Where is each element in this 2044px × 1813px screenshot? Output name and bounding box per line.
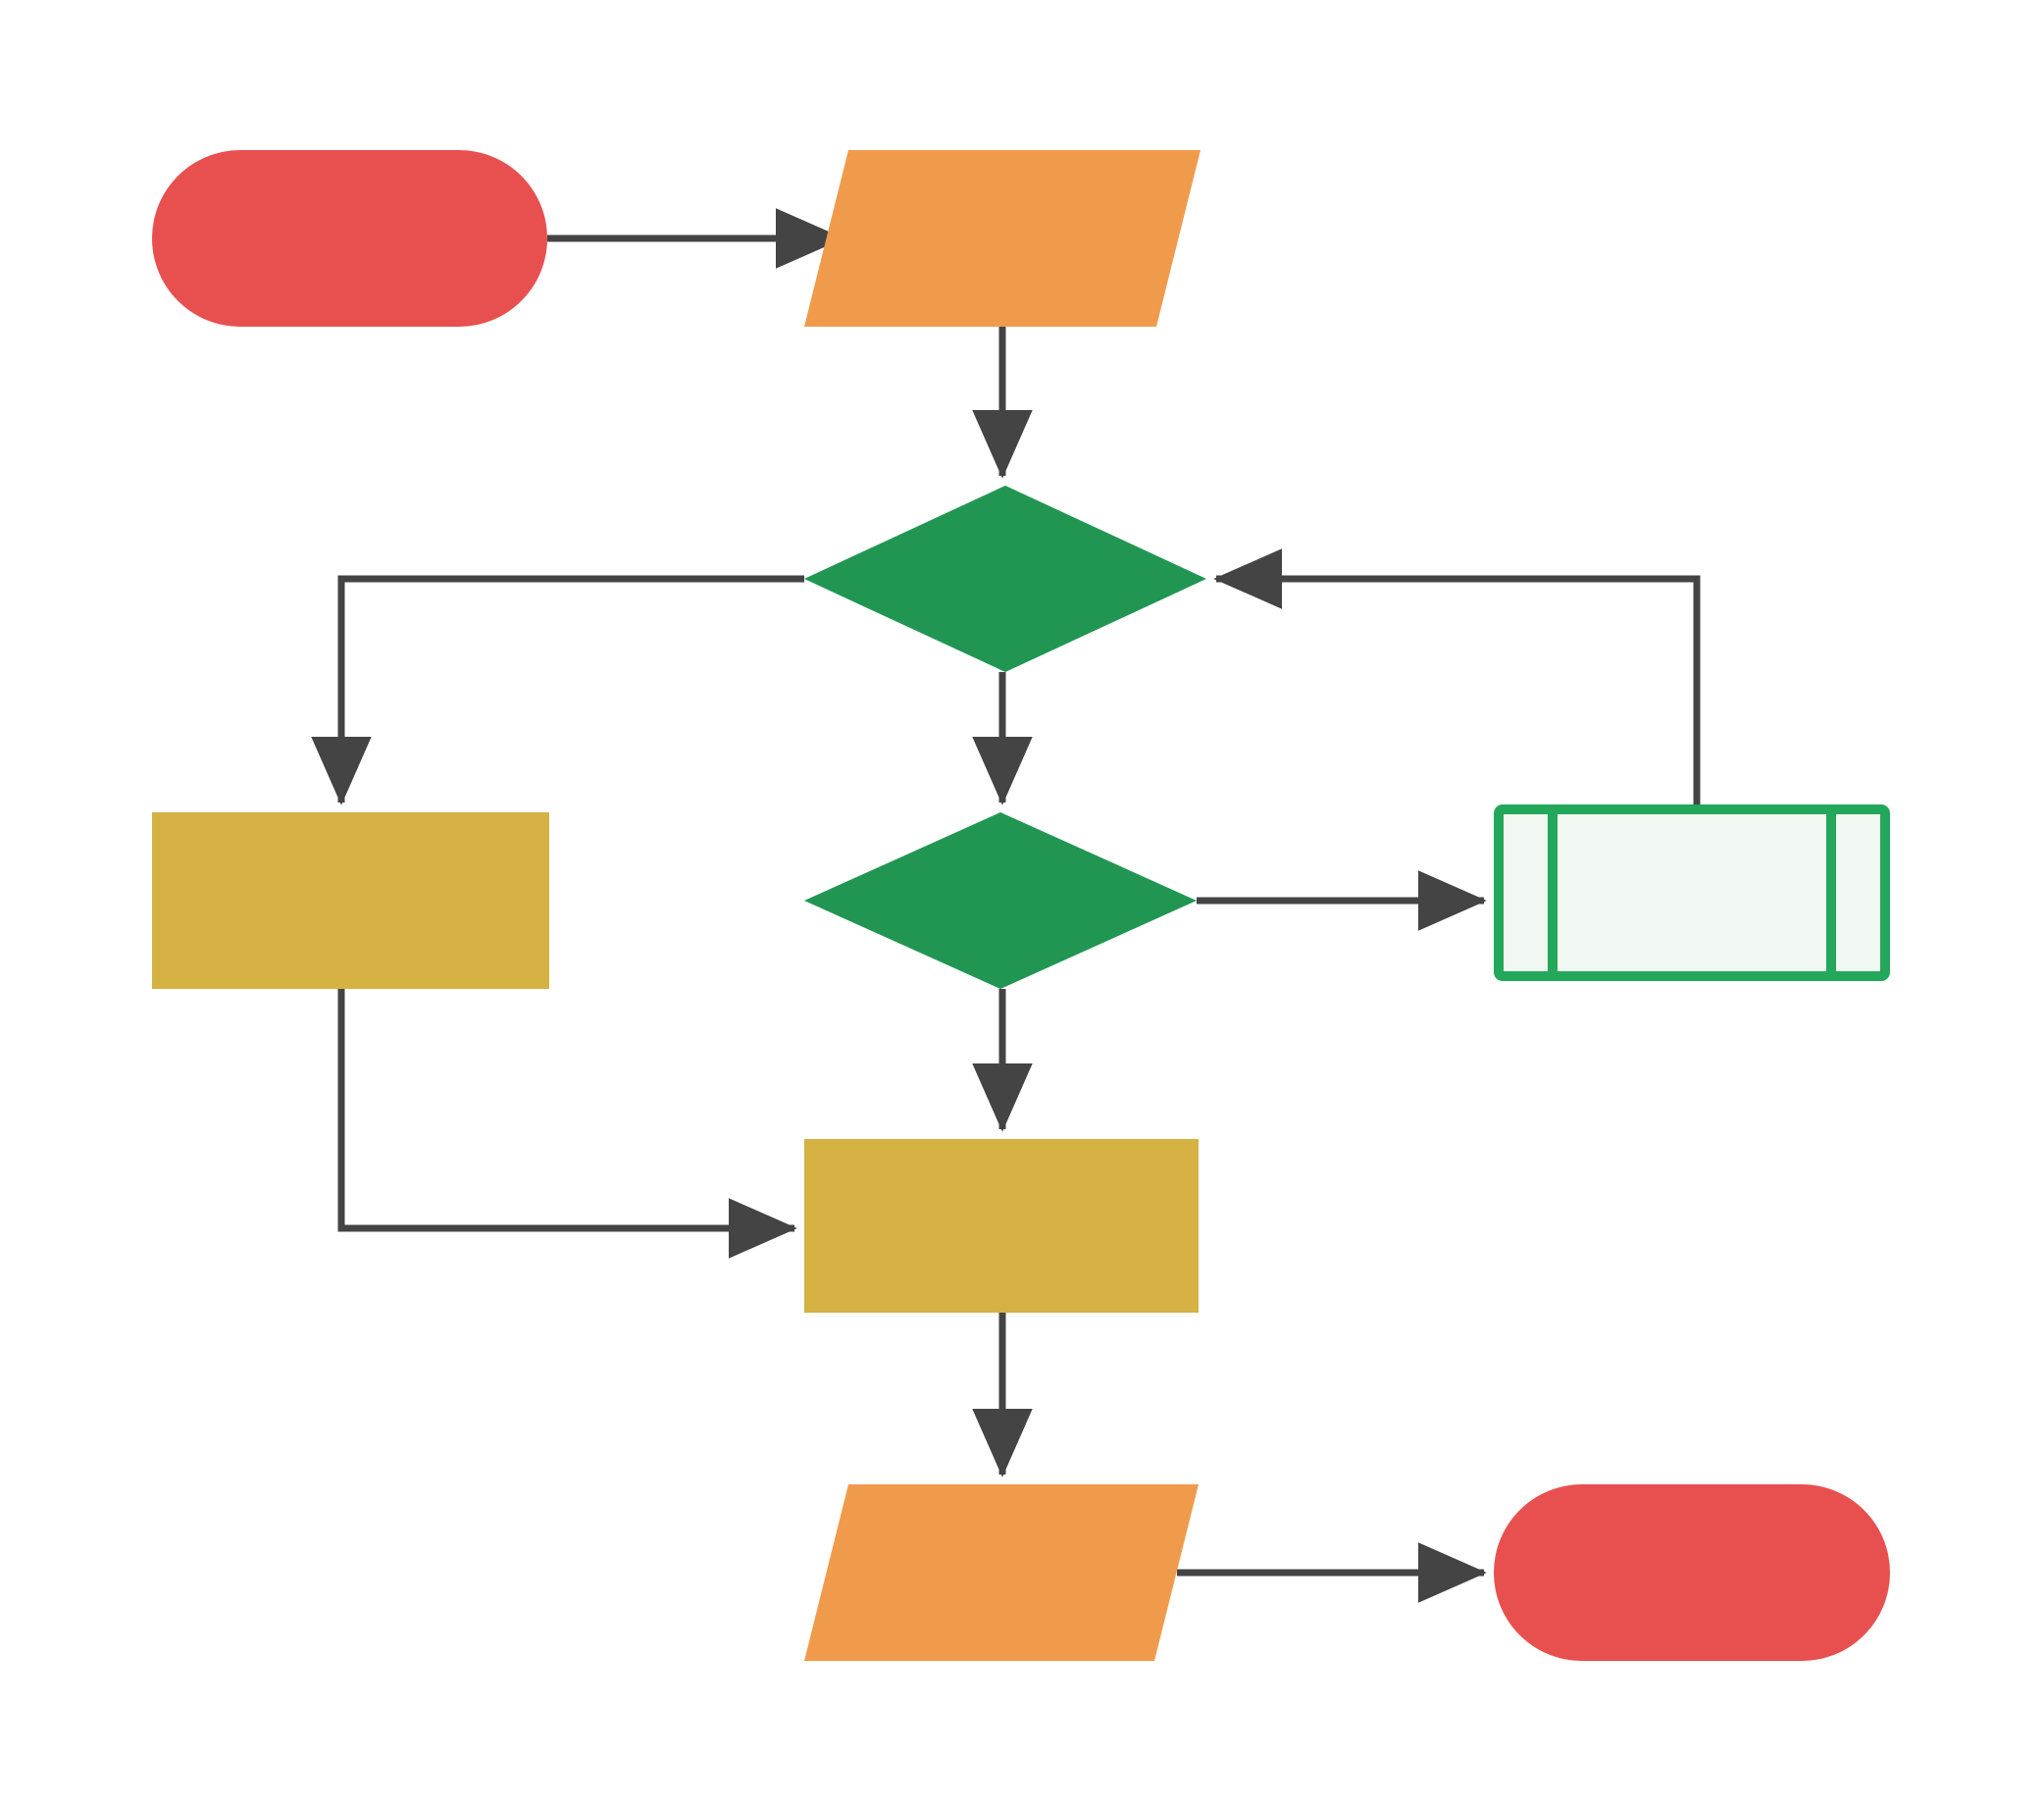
process-rect-shape[interactable] bbox=[152, 812, 549, 989]
subroutine-outer-frame[interactable] bbox=[1494, 804, 1890, 981]
terminator-shape[interactable] bbox=[152, 150, 547, 327]
decision-diamond-shape[interactable] bbox=[804, 486, 1206, 672]
edge-decision1-to-processleft-line bbox=[311, 575, 804, 805]
terminator-shape[interactable] bbox=[1494, 1484, 1890, 1661]
edge-processleft-to-processmain bbox=[337, 989, 797, 1259]
node-decision-2[interactable] bbox=[804, 812, 1197, 989]
io-parallelogram-shape[interactable] bbox=[804, 150, 1201, 327]
node-start[interactable] bbox=[152, 150, 547, 327]
io-parallelogram-shape[interactable] bbox=[804, 1484, 1199, 1661]
edge-subroutine-to-decision1-line bbox=[1213, 548, 1701, 804]
node-subroutine[interactable] bbox=[1494, 804, 1890, 981]
edge-processleft-to-processmain-line bbox=[337, 989, 797, 1259]
node-process-left[interactable] bbox=[152, 812, 549, 989]
edge-subroutine-to-decision1 bbox=[1213, 548, 1701, 804]
node-input[interactable] bbox=[804, 150, 1201, 327]
node-decision-1[interactable] bbox=[804, 486, 1206, 672]
process-rect-shape[interactable] bbox=[804, 1139, 1199, 1313]
node-end[interactable] bbox=[1494, 1484, 1890, 1661]
node-process-main[interactable] bbox=[804, 1139, 1199, 1313]
decision-diamond-shape[interactable] bbox=[804, 812, 1197, 989]
edge-decision1-to-processleft bbox=[311, 575, 804, 805]
node-output[interactable] bbox=[804, 1484, 1199, 1661]
nodes-layer bbox=[152, 150, 1890, 1661]
connectors-layer bbox=[311, 208, 1701, 1603]
